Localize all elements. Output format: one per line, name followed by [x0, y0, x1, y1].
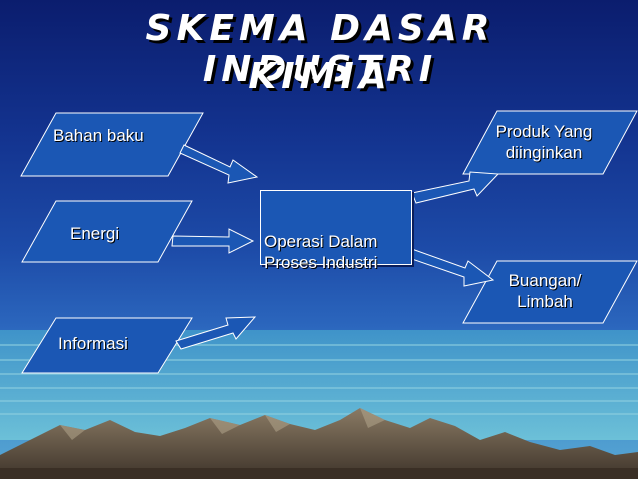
arrow-process-to-produk: [411, 171, 500, 204]
output-shape-produk: [462, 110, 638, 175]
input-shape-energi: [21, 200, 193, 263]
arrow-process-to-buangan: [405, 247, 495, 287]
mountain-highlights: [60, 408, 385, 440]
mountains: [0, 408, 638, 479]
process-label-line2: Proses Industri: [264, 253, 378, 272]
output-label-produk: Produk Yang diinginkan: [474, 121, 614, 163]
input-label-bahan-baku: Bahan baku: [53, 126, 144, 145]
arrow-informasi-to-process: [175, 316, 257, 350]
output-shape-buangan: [462, 260, 638, 324]
slide-title-line2: KIMIA: [248, 56, 392, 97]
process-label: Operasi Dalam Proses Industri: [264, 231, 377, 273]
output-label-buangan-line2: Limbah: [517, 292, 573, 311]
process-box: [260, 190, 412, 265]
output-label-buangan-line1: Buangan/: [508, 271, 582, 290]
input-label-energi: Energi: [70, 224, 120, 243]
output-label-buangan: Buangan/ Limbah: [485, 270, 605, 312]
input-shape-bahan-baku: [20, 112, 204, 177]
shore: [0, 468, 638, 479]
input-label-informasi: Informasi: [58, 334, 128, 353]
arrow-bahan-to-process: [179, 144, 259, 184]
input-shape-informasi: [21, 317, 193, 374]
output-label-produk-line2: diinginkan: [505, 143, 583, 162]
arrow-energi-to-process: [171, 228, 255, 254]
slide-title-line1: SKEMA DASAR INDUSTRI: [145, 8, 495, 90]
output-label-produk-line1: Produk Yang: [495, 122, 593, 141]
process-label-line1: Operasi Dalam: [264, 232, 378, 251]
